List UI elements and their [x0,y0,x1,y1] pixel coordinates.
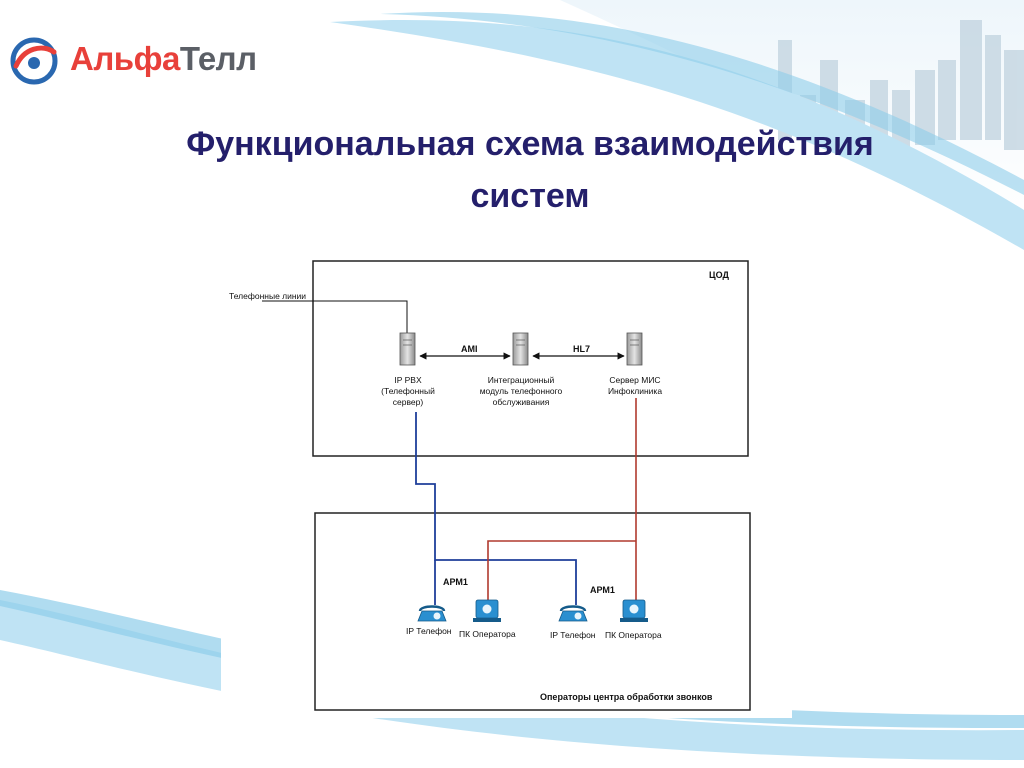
data-center-box [312,260,749,457]
phone-lines-connector [262,300,408,333]
operator-pc-icon [620,599,648,622]
mis-server-icon [626,332,643,366]
svg-text:Интеграционный: Интеграционный [488,375,555,385]
integration-module-server-icon [512,332,529,366]
title-line-1: Функциональная схема взаимодействия [186,125,874,163]
operators-label: Операторы центра обработки звонков [540,692,713,702]
svg-text:IP PBX: IP PBX [394,375,422,385]
operator-pc-label-1: ПК Оператора [459,629,516,639]
workstation-label-left: АРМ1 [443,577,468,587]
workstation-label-right: АРМ1 [590,585,615,595]
operator-pc-icon [473,599,501,622]
data-center-label: ЦОД [709,270,729,280]
blue-telephony-link [415,412,577,605]
ami-label: AMI [461,344,478,354]
svg-text:(Телефонный: (Телефонный [381,386,435,396]
slide-title: Функциональная схема взаимодействия сист… [0,118,1024,222]
title-line-2: систем [470,177,590,215]
svg-text:обслуживания: обслуживания [493,397,550,407]
logo-wordmark: АльфаТелл [70,40,257,77]
red-mis-link-branch [487,540,636,605]
operators-box [314,512,751,711]
svg-text:модуль телефонного: модуль телефонного [480,386,563,396]
diagram-panel [221,241,792,718]
ip-phone-label-1: IP Телефон [406,626,452,636]
logo-emblem-icon [10,37,58,85]
integration-module-label: Интеграционный модуль телефонного обслуж… [480,375,563,407]
svg-text:сервер): сервер) [393,397,424,407]
ip-pbx-server-icon [399,332,416,366]
phone-lines-label: Телефонные линии [229,291,306,301]
ip-phone-icon [558,605,588,622]
ip-phone-label-2: IP Телефон [550,630,596,640]
mis-server-label: Сервер МИС Инфоклиника [608,375,662,396]
ip-phone-icon [417,605,447,622]
svg-text:Сервер МИС: Сервер МИС [609,375,660,385]
operator-pc-label-2: ПК Оператора [605,630,662,640]
hl7-label: HL7 [573,344,590,354]
svg-text:Инфоклиника: Инфоклиника [608,386,662,396]
ip-pbx-label: IP PBX (Телефонный сервер) [381,375,435,407]
company-logo: АльфаТелл [10,36,300,86]
